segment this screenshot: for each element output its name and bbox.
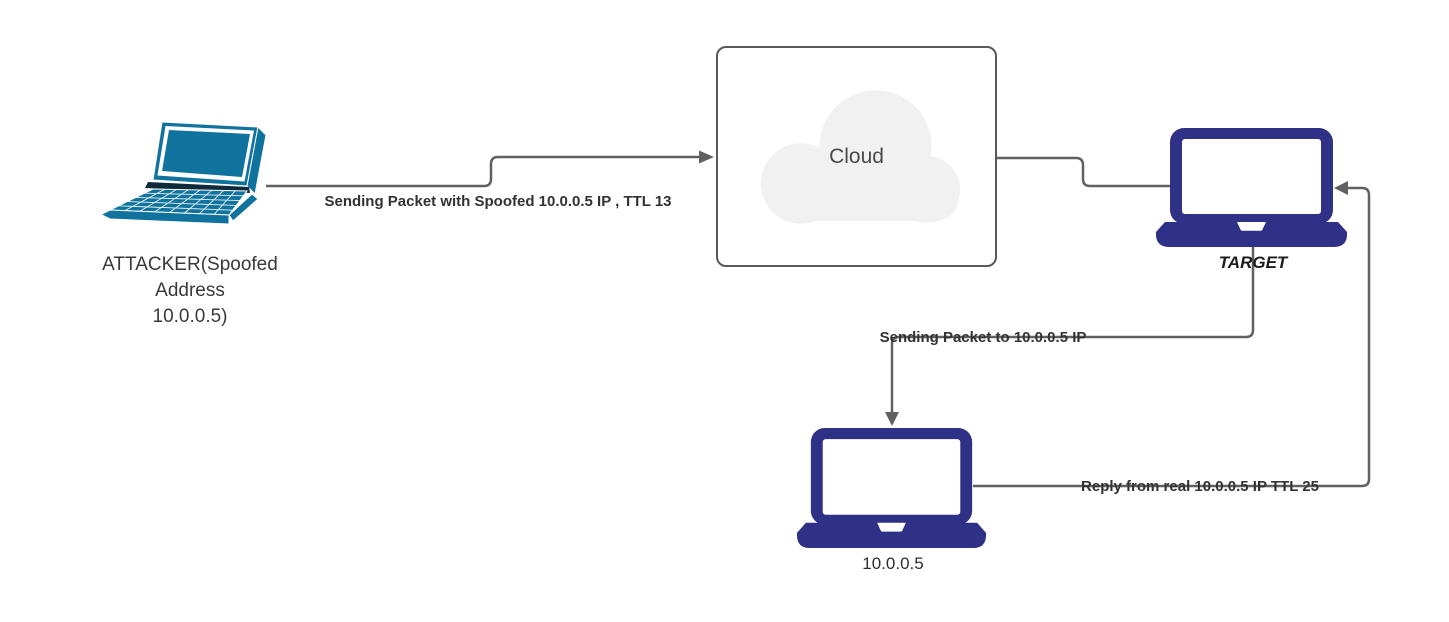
real-host-label: 10.0.0.5 (862, 554, 924, 573)
edge-label-spoofed-packet: Sending Packet with Spoofed 10.0.0.5 IP … (324, 193, 672, 210)
target-label: TARGET (1218, 253, 1288, 272)
attacker-label: ATTACKER(Spoofed Address 10.0.0.5) (102, 254, 278, 327)
edge-target-to-realhost (885, 247, 1255, 426)
cloud-icon (760, 90, 961, 224)
cloud-label: Cloud (829, 145, 884, 168)
node-cloud: Cloud (716, 46, 997, 267)
arrowhead-right-icon (699, 150, 714, 164)
node-attacker (98, 120, 268, 232)
edge-cloud-to-target (997, 156, 1171, 188)
edge-label-send-to-real: Sending Packet to 10.0.0.5 IP (879, 329, 1087, 346)
arrowhead-down-icon (885, 412, 899, 426)
edge-attacker-to-cloud (266, 150, 714, 188)
laptop-3d-icon (99, 121, 267, 225)
laptop-icon (1155, 128, 1348, 247)
laptop-icon (796, 428, 987, 548)
node-target (1155, 128, 1348, 247)
edge-label-reply: Reply from real 10.0.0.5 IP TTL 25 (1081, 478, 1319, 495)
arrowhead-left-icon (1334, 181, 1348, 195)
edge-realhost-to-target (973, 181, 1371, 488)
node-real-host (796, 428, 987, 548)
